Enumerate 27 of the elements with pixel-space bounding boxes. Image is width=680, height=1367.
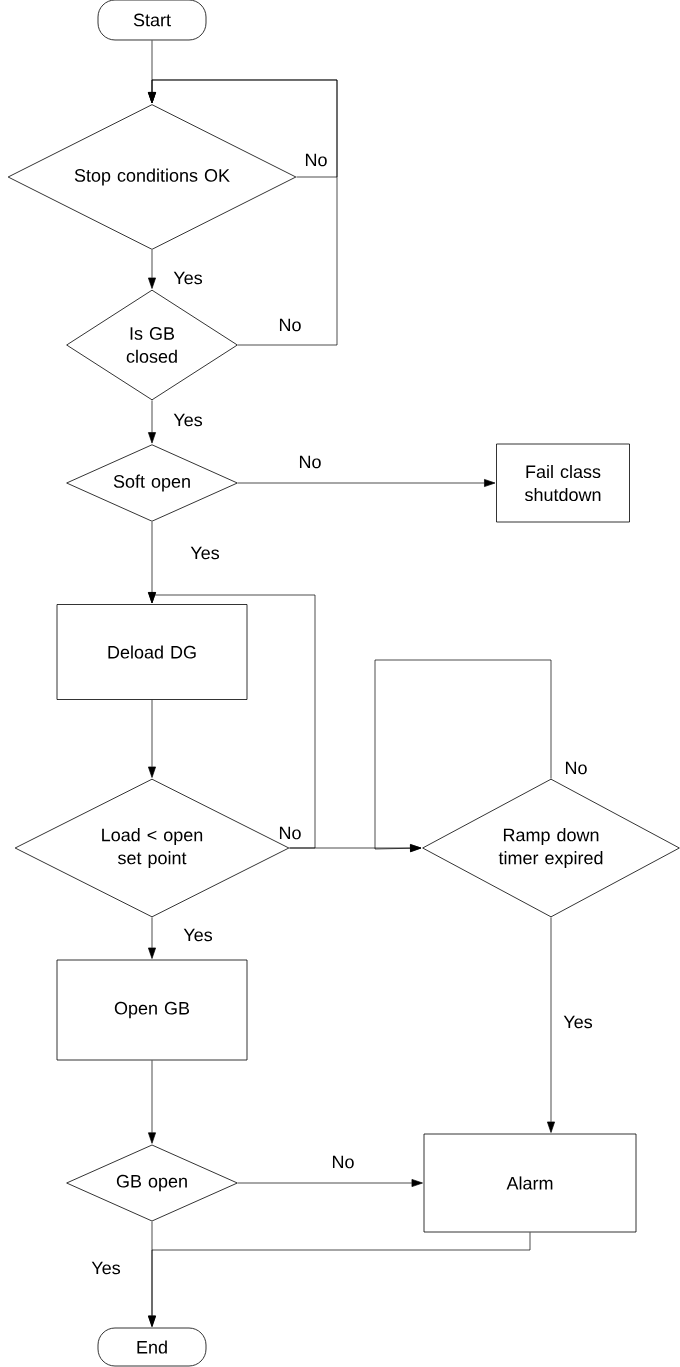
edge-label: No	[277, 317, 303, 333]
arrow	[148, 249, 156, 289]
arrow	[148, 917, 156, 959]
process-box: Alarm	[423, 1133, 637, 1233]
edge-label: No	[563, 760, 589, 776]
process-box: Open GB	[56, 959, 248, 1061]
arrow	[148, 79, 338, 346]
edge-label: Yes	[172, 412, 204, 428]
arrow	[374, 659, 552, 853]
arrow	[237, 1179, 423, 1187]
process-box: Fail class shutdown	[496, 443, 630, 523]
arrow	[547, 917, 555, 1133]
edge-label: No	[297, 454, 323, 470]
edge-label: No	[303, 152, 329, 168]
arrow	[237, 479, 496, 487]
edge-label: Yes	[172, 270, 204, 286]
process-box: Deload DG	[56, 604, 248, 700]
edge-label: No	[330, 1154, 356, 1170]
edge-label: Yes	[182, 927, 214, 943]
edge-label: Yes	[562, 1014, 594, 1030]
arrow	[148, 591, 316, 849]
arrow	[148, 400, 156, 444]
edge-label: Yes	[90, 1260, 122, 1276]
arrow	[148, 1232, 531, 1327]
arrow	[148, 699, 156, 778]
edge-label: Yes	[189, 545, 221, 561]
arrow	[148, 1060, 156, 1144]
